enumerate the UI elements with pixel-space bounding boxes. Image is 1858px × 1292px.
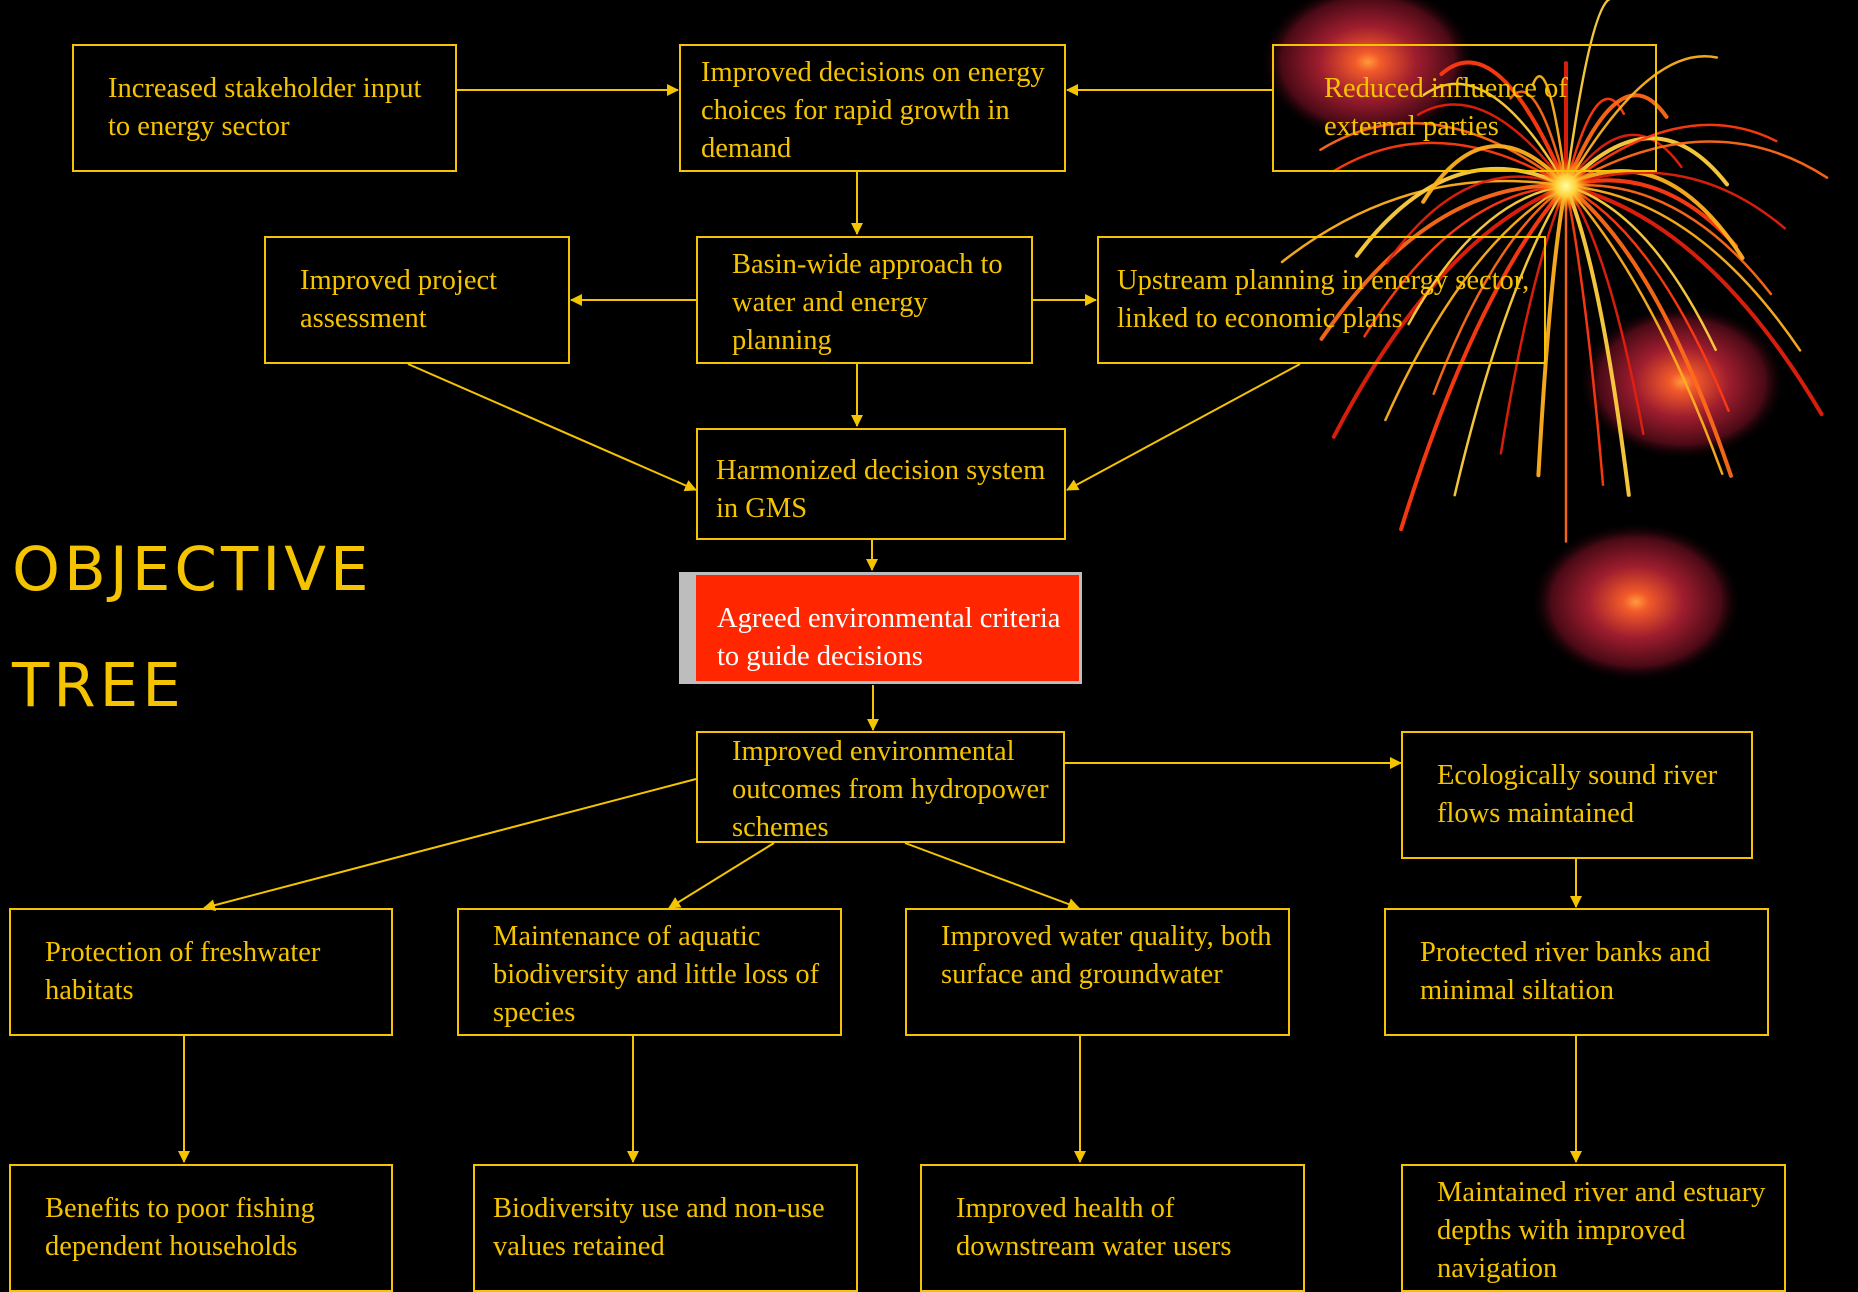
- firework-streak: [1564, 184, 1733, 478]
- firework-streak: [1564, 136, 1729, 188]
- node-stakeholder-input: Increased stakeholder input to energy se…: [72, 44, 457, 172]
- firework-streak: [1384, 184, 1568, 422]
- firework-streak: [1363, 184, 1568, 338]
- firework-streak: [1332, 141, 1568, 188]
- firework-streak: [1531, 75, 1568, 188]
- node-freshwater: Protection of freshwater habitats: [9, 908, 393, 1036]
- node-fishing-households: Benefits to poor fishing dependent house…: [9, 1164, 393, 1292]
- firework-streak: [1354, 166, 1568, 258]
- firework-streak: [1439, 60, 1568, 188]
- title-line-1: OBJECTIVE: [12, 534, 373, 605]
- firework-streak: [1421, 144, 1568, 204]
- node-aquatic-biodiversity: Maintenance of aquatic biodiversity and …: [457, 908, 842, 1036]
- firework-streak: [1564, 184, 1730, 412]
- node-river-flows: Ecologically sound river flows maintaine…: [1401, 731, 1753, 859]
- firework-streak: [1280, 179, 1568, 264]
- firework-core: [1540, 160, 1592, 212]
- firework-streak: [1564, 169, 1745, 260]
- highlight-shadow: [682, 575, 696, 681]
- node-improved-decisions: Improved decisions on energy choices for…: [679, 44, 1066, 172]
- firework-streak: [1564, 183, 1773, 296]
- glowing-orb-graphic: [1260, 0, 1476, 142]
- connector-arrow: [668, 842, 775, 909]
- firework-streak: [1564, 140, 1829, 188]
- connector-arrow: [407, 363, 697, 492]
- firework-streak: [1453, 184, 1568, 497]
- firework-streak: [1416, 103, 1568, 188]
- node-agreed-criteria: Agreed environmental criteria to guide d…: [679, 572, 1082, 684]
- node-upstream-planning: Upstream planning in energy sector, link…: [1097, 236, 1546, 364]
- firework-streak: [1564, 184, 1724, 475]
- node-estuary-depths: Maintained river and estuary depths with…: [1401, 1164, 1786, 1292]
- node-improved-outcomes: Improved environmental outcomes from hyd…: [696, 731, 1065, 843]
- firework-streak: [1399, 184, 1568, 532]
- firework-streak: [1331, 184, 1568, 439]
- node-river-banks: Protected river banks and minimal siltat…: [1384, 908, 1769, 1036]
- firework-streak: [1564, 97, 1626, 188]
- node-biodiversity-values: Biodiversity use and non-use values reta…: [473, 1164, 858, 1292]
- node-water-quality: Improved water quality, both surface and…: [905, 908, 1290, 1036]
- firework-streak: [1422, 82, 1568, 188]
- connector-arrow: [904, 842, 1080, 910]
- glowing-orb-graphic: [1578, 304, 1786, 460]
- node-basin-wide: Basin-wide approach to water and energy …: [696, 236, 1033, 364]
- firework-streak: [1564, 55, 1719, 188]
- glowing-orb-graphic: [1530, 522, 1742, 682]
- firework-streak: [1564, 184, 1802, 352]
- node-reduced-influence: Reduced influence of external parties: [1272, 44, 1657, 172]
- firework-streak: [1319, 183, 1568, 341]
- firework-streak: [1319, 121, 1568, 188]
- connector-arrow: [203, 778, 697, 912]
- title-line-2: TREE: [12, 650, 185, 721]
- firework-streak: [1564, 184, 1824, 417]
- firework-streak: [1564, 123, 1778, 188]
- firework-streak: [1564, 171, 1787, 230]
- firework-streak: [1564, 0, 1611, 188]
- node-downstream-health: Improved health of downstream water user…: [920, 1164, 1305, 1292]
- node-improved-assessment: Improved project assessment: [264, 236, 570, 364]
- node-harmonized: Harmonized decision system in GMS: [696, 428, 1066, 540]
- page-title: OBJECTIVE TREE: [12, 512, 373, 744]
- connector-arrow: [1066, 363, 1301, 491]
- firework-streak: [1564, 184, 1605, 487]
